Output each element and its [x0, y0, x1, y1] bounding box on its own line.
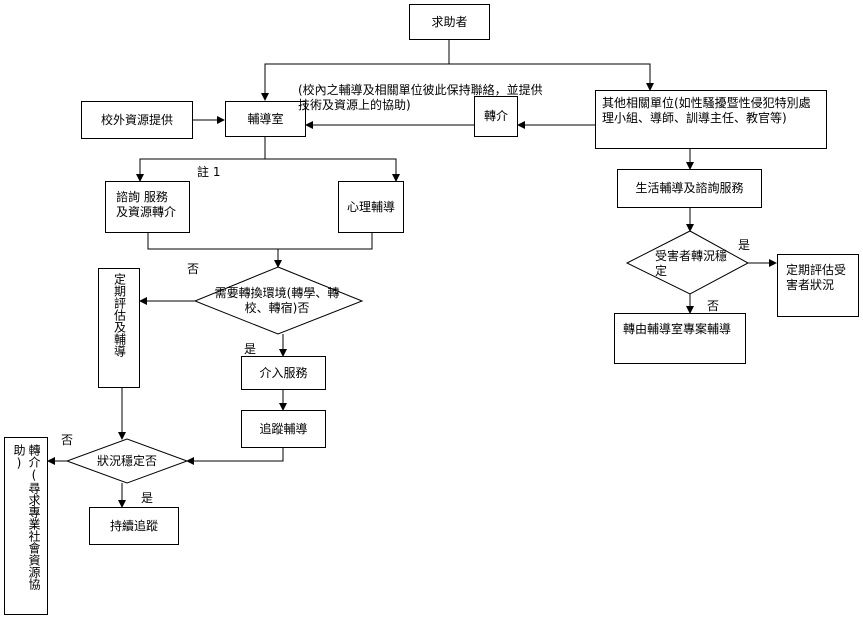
edge-help-to-counseling: [261, 40, 450, 101]
node-other-units: 其他相關單位(如性騷擾暨性侵犯特別處理小組、導師、訓導主任、教官等): [595, 90, 827, 149]
edge-help-to-other-units: [449, 63, 654, 91]
decision-environment-change: 需要轉換環境(轉學、轉校、轉宿)否: [214, 286, 340, 315]
regular-eval-counsel-label: 定期評估及輔導: [112, 273, 127, 357]
node-referral: 轉介: [474, 96, 518, 137]
referral-professional-label: 轉介(尋求專業社會資源協助): [12, 444, 41, 590]
node-referral-professional: 轉介(尋求專業社會資源協助): [4, 437, 48, 615]
edge-label-no-victim: 否: [707, 299, 720, 313]
edge-follow-to-stable: [186, 448, 284, 465]
node-transfer-case-counseling: 轉由輔導室專案輔導: [614, 313, 746, 364]
node-consult-referral: 諮詢 服務 及資源轉介: [105, 181, 190, 233]
coordination-note: (校內之輔導及相關單位彼此保持聯絡，並提供技術及資源上的協助): [298, 83, 543, 112]
decision-victim-stable: 受害者轉況穩定: [655, 249, 728, 278]
edge-label-no-stable: 否: [61, 433, 74, 447]
decision-environment-change-shape: [193, 266, 364, 335]
node-psych-counseling: 心理輔導: [338, 181, 404, 233]
edge-counseling-to-psych: [265, 158, 400, 182]
decision-victim-stable-shape: [625, 230, 750, 295]
edge-merge-to-decision: [147, 233, 373, 250]
node-follow-up-counseling: 追蹤輔導: [241, 410, 326, 448]
node-counseling-office: 輔導室: [225, 101, 306, 137]
edge-label-no-environment: 否: [187, 262, 200, 276]
node-external-resources: 校外資源提供: [81, 101, 193, 139]
decision-condition-stable: 狀況穩定否: [96, 454, 157, 468]
note-1: 註 1: [197, 165, 221, 179]
node-continue-tracking: 持續追蹤: [89, 507, 179, 545]
edge-counseling-split: [136, 137, 266, 182]
decision-condition-stable-shape: [65, 438, 189, 484]
node-intervention-service: 介入服務: [241, 356, 326, 390]
node-life-counseling: 生活輔導及諮詢服務: [617, 169, 762, 208]
edge-label-yes-victim: 是: [738, 238, 751, 252]
node-help-seeker: 求助者: [409, 4, 490, 40]
edge-label-yes-environment: 是: [244, 342, 257, 356]
edge-label-yes-stable: 是: [141, 491, 154, 505]
node-regular-eval-counsel: 定期評估及輔導: [98, 268, 140, 388]
node-periodic-eval-victim: 定期評估受害者狀況: [777, 254, 859, 317]
